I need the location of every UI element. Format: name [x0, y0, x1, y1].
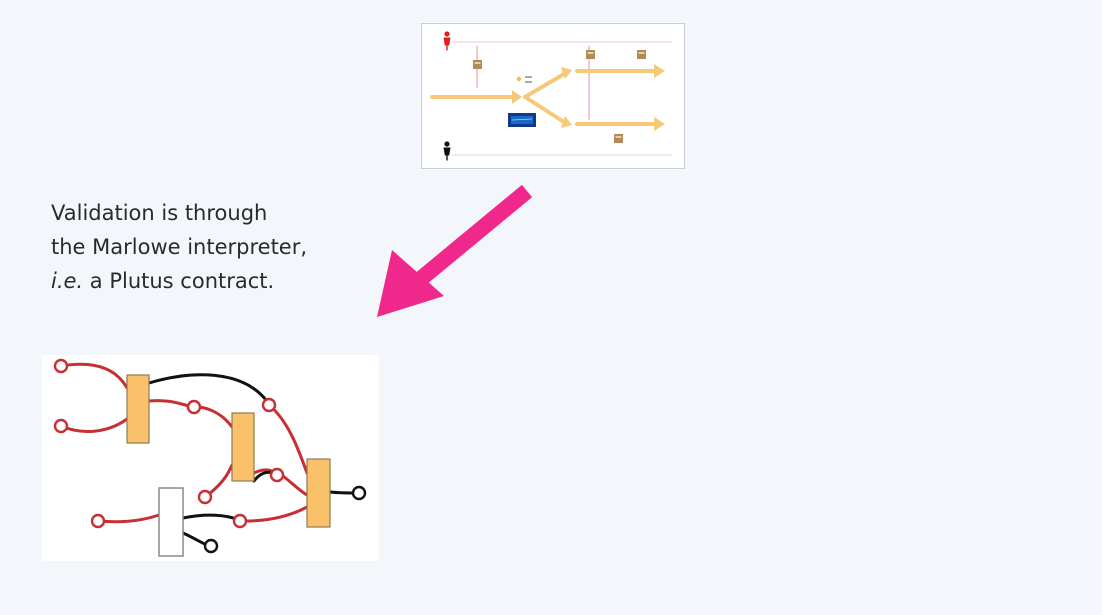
caption-line-3: i.e. a Plutus contract.	[51, 264, 371, 298]
flow-arrows	[430, 69, 659, 126]
money-box-icon	[614, 134, 623, 143]
red-wires	[59, 362, 309, 524]
person-icon	[443, 31, 451, 51]
caption-line-3-rest: a Plutus contract.	[83, 269, 275, 293]
arrow-head	[377, 250, 444, 317]
person-icon	[443, 141, 451, 161]
black-terminals	[203, 485, 367, 554]
arrow-shaft	[411, 184, 533, 289]
marlowe-contract-diagram	[421, 23, 685, 169]
validator-node	[306, 458, 331, 528]
plutus-circuit-diagram	[42, 355, 379, 561]
validator-node	[126, 374, 150, 444]
validation-caption: Validation is through the Marlowe interp…	[51, 196, 371, 298]
caption-ie: i.e.	[51, 269, 84, 293]
red-terminals	[53, 358, 285, 529]
validator-node	[231, 412, 255, 482]
contract-flow-svg	[430, 31, 672, 161]
circuit-svg	[53, 358, 367, 557]
caption-line-2: the Marlowe interpreter,	[51, 235, 308, 259]
money-box-icon	[473, 60, 482, 69]
choice-dot	[516, 76, 522, 82]
flow-arrowheads	[512, 64, 665, 131]
screen-icon	[508, 113, 536, 127]
input-node	[158, 487, 184, 557]
money-box-icon	[637, 50, 646, 59]
money-box-icon	[586, 50, 595, 59]
caption-line-1: Validation is through	[51, 201, 268, 225]
